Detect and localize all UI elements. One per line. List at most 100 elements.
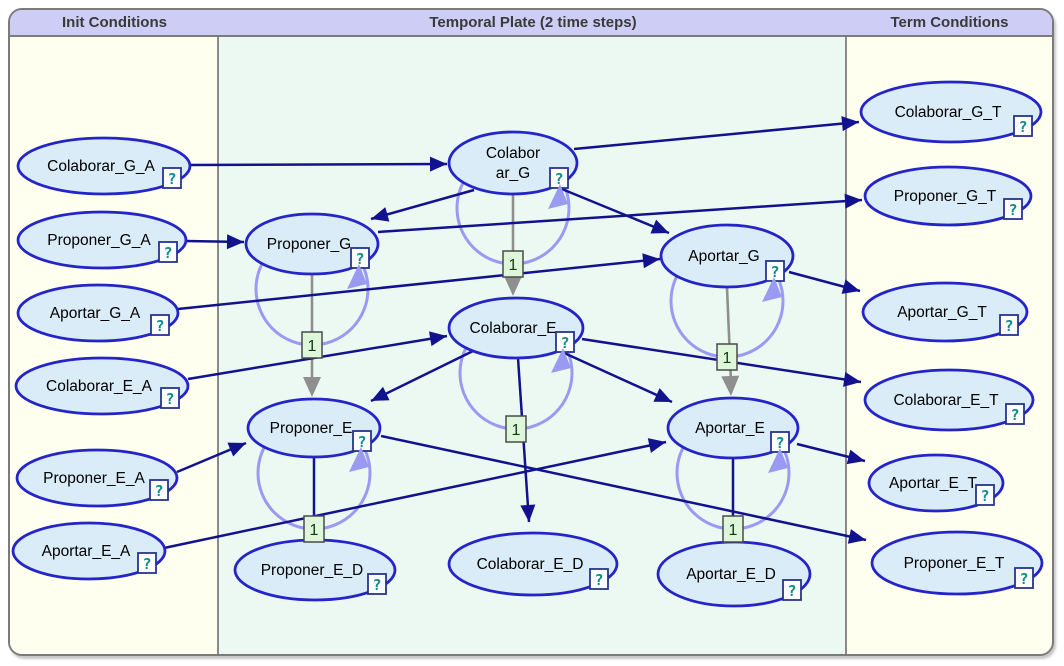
- question-badge-glyph: ?: [1010, 406, 1019, 424]
- order-badge-box: [502, 250, 524, 278]
- question-badge-icon: ?: [352, 430, 372, 452]
- temporal-order-badge-Colaborar_G[interactable]: 1: [502, 250, 524, 278]
- question-badge-icon: ?: [765, 260, 785, 282]
- order-badge-value: 1: [723, 350, 732, 367]
- node-Proponer_G_T[interactable]: Proponer_G_T?: [863, 165, 1033, 227]
- node-Aportar_G_A[interactable]: Aportar_G_A?: [16, 283, 180, 343]
- node-Aportar_E_A[interactable]: Aportar_E_A?: [11, 521, 167, 581]
- temporal-order-badge-Proponer_E[interactable]: 1: [303, 515, 325, 543]
- arrowhead-icon: [650, 219, 669, 234]
- order-badge-box: [303, 515, 325, 543]
- self-loop-arrowhead-icon: [349, 447, 369, 472]
- question-badge-box: [589, 568, 609, 590]
- edge-Proponer_G-to-Proponer_G_T[interactable]: [377, 193, 863, 234]
- node-label: Proponer_E_A: [43, 470, 145, 487]
- temporal-edge-Proponer_G-to-Proponer_E[interactable]: [303, 274, 321, 397]
- init-conditions-header: Init Conditions: [62, 14, 167, 31]
- node-label: Colaborar_E_A: [46, 378, 153, 395]
- question-badge-box: [162, 167, 182, 189]
- node-label: Proponer_G: [267, 236, 351, 253]
- node-Colaborar_E_A[interactable]: Colaborar_E_A?: [14, 356, 190, 416]
- node-Aportar_E_D[interactable]: Aportar_E_D?: [656, 540, 812, 608]
- self-loop-arrowhead-icon: [768, 448, 788, 473]
- node-label: Aportar_E_T: [889, 475, 977, 492]
- edge-Colaborar_G-to-Colaborar_G_T[interactable]: [573, 116, 860, 151]
- node-Colaborar_G_T[interactable]: Colaborar_G_T?: [859, 80, 1043, 144]
- node-label: Colaborar_E: [469, 320, 556, 337]
- question-badge-box: [1013, 115, 1033, 137]
- edge-line: [370, 349, 474, 403]
- order-badge-box: [716, 343, 738, 371]
- node-ellipse: [859, 80, 1043, 144]
- node-Colaborar_E[interactable]: Colaborar_E?: [447, 296, 585, 360]
- node-Proponer_E_A[interactable]: Proponer_E_A?: [15, 448, 179, 508]
- arrowhead-icon: [841, 116, 859, 132]
- node-label: Aportar_G_A: [50, 305, 141, 322]
- question-badge-icon: ?: [589, 568, 609, 590]
- question-badge-icon: ?: [350, 247, 370, 269]
- node-label: Colaborar_G_T: [895, 104, 1002, 121]
- order-badge-box: [301, 331, 323, 359]
- temporal-order-badge-Aportar_E[interactable]: 1: [722, 515, 744, 543]
- edge-Colaborar_G-to-Proponer_G[interactable]: [370, 188, 475, 222]
- node-ellipse: [16, 136, 192, 196]
- edge-Colaborar_E-to-Proponer_E[interactable]: [370, 349, 474, 403]
- node-Colaborar_G[interactable]: Colaborar_G?: [447, 130, 579, 196]
- question-badge-box: [367, 573, 387, 595]
- edge-Colaborar_G_A-to-Colaborar_G[interactable]: [189, 156, 448, 172]
- question-badge-box: [999, 314, 1019, 336]
- edge-Colaborar_E-to-Aportar_E[interactable]: [561, 350, 673, 404]
- node-Aportar_E[interactable]: Aportar_E?: [666, 396, 800, 460]
- edge-Aportar_G-to-Aportar_G_T[interactable]: [788, 270, 861, 294]
- question-badge-box: [555, 331, 575, 353]
- edge-Proponer_G_A-to-Proponer_G[interactable]: [185, 234, 245, 250]
- edge-Aportar_E_A-to-Aportar_E[interactable]: [163, 438, 667, 550]
- edge-line: [556, 185, 670, 235]
- node-Colaborar_E_D[interactable]: Colaborar_E_D?: [447, 531, 619, 597]
- question-badge-icon: ?: [1005, 403, 1025, 425]
- edge-Aportar_E-to-Aportar_E_T[interactable]: [796, 442, 866, 465]
- node-Proponer_E_T[interactable]: Proponer_E_T?: [870, 530, 1044, 596]
- edge-Proponer_E_A-to-Proponer_E[interactable]: [176, 441, 247, 474]
- node-label: Aportar_E_D: [686, 566, 776, 583]
- node-label: Proponer_E_D: [261, 562, 364, 579]
- question-badge-box: [975, 484, 995, 506]
- node-Colaborar_E_T[interactable]: Colaborar_E_T?: [863, 368, 1035, 432]
- edge-line: [380, 434, 867, 542]
- edge-line: [377, 198, 863, 234]
- question-badge-icon: ?: [162, 167, 182, 189]
- node-ellipse: [870, 530, 1044, 596]
- node-label: Aportar_G_T: [897, 304, 987, 321]
- temporal-edge-Aportar_G-to-Aportar_E[interactable]: [721, 287, 740, 396]
- temporal-order-badge-Aportar_G[interactable]: 1: [716, 343, 738, 371]
- node-ellipse: [246, 397, 382, 459]
- edge-Proponer_E-to-Proponer_E_T[interactable]: [380, 434, 867, 544]
- question-badge-icon: ?: [1013, 115, 1033, 137]
- arrowhead-icon: [371, 386, 390, 401]
- node-Aportar_G[interactable]: Aportar_G?: [659, 223, 795, 289]
- edge-Colaborar_G-to-Aportar_G[interactable]: [556, 185, 670, 235]
- node-ellipse: [14, 356, 190, 416]
- question-badge-glyph: ?: [775, 434, 784, 452]
- question-badge-icon: ?: [149, 479, 169, 501]
- node-Proponer_G[interactable]: Proponer_G?: [244, 212, 380, 276]
- arrowhead-icon: [647, 438, 666, 453]
- question-badge-box: [1005, 403, 1025, 425]
- node-Colaborar_G_A[interactable]: Colaborar_G_A?: [16, 136, 192, 196]
- node-Proponer_E_D[interactable]: Proponer_E_D?: [233, 538, 397, 602]
- edge-Aportar_G_A-to-Aportar_G[interactable]: [177, 253, 661, 311]
- order-badge-value: 1: [509, 257, 518, 274]
- node-Aportar_G_T[interactable]: Aportar_G_T?: [861, 281, 1029, 343]
- node-Proponer_E[interactable]: Proponer_E?: [246, 397, 382, 459]
- node-Aportar_E_T[interactable]: Aportar_E_T?: [867, 453, 1005, 513]
- arrowhead-icon: [843, 371, 861, 387]
- order-badge-value: 1: [308, 338, 317, 355]
- edge-line: [189, 162, 448, 167]
- temporal-arrowhead-icon: [721, 375, 740, 396]
- question-badge-glyph: ?: [163, 244, 172, 262]
- question-badge-box: [160, 387, 180, 409]
- temporal-order-badge-Colaborar_E[interactable]: 1: [505, 415, 527, 443]
- temporal-edge-Colaborar_G-to-Colaborar_E[interactable]: [504, 193, 522, 296]
- temporal-order-badge-Proponer_G[interactable]: 1: [301, 331, 323, 359]
- node-Proponer_G_A[interactable]: Proponer_G_A?: [16, 210, 188, 270]
